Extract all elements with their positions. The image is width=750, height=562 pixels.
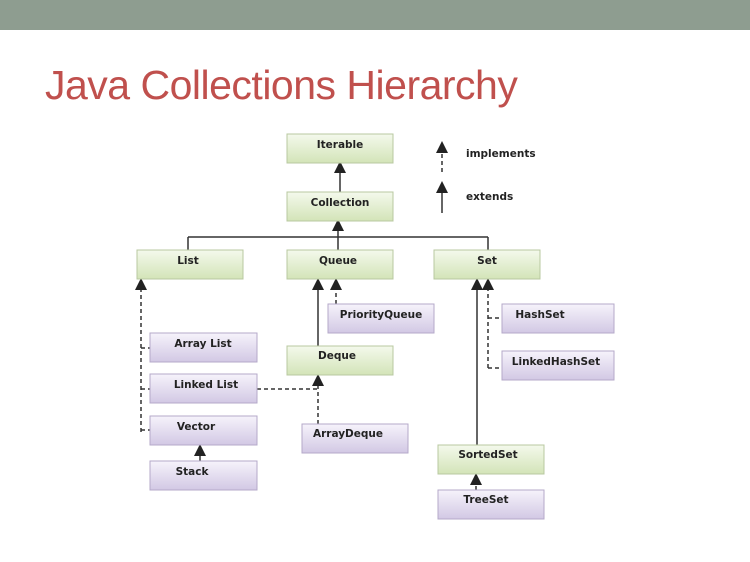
svg-text:LinkedHashSet: LinkedHashSet (512, 356, 600, 368)
svg-text:TreeSet: TreeSet (463, 494, 508, 506)
node-iterable: Iterable (286, 133, 394, 164)
node-stack: Stack (149, 460, 258, 491)
node-vector: Vector (149, 415, 258, 446)
legend-extends: extends (466, 191, 513, 203)
node-collection: Collection (286, 191, 394, 222)
slide-top-bar (0, 0, 750, 30)
svg-text:Iterable: Iterable (317, 139, 364, 151)
svg-text:Stack: Stack (176, 466, 210, 478)
svg-text:Array List: Array List (174, 338, 231, 350)
node-queue: Queue (286, 249, 394, 280)
node-array-list: Array List (149, 332, 258, 363)
node-tree-set: TreeSet (437, 489, 545, 520)
svg-text:Linked List: Linked List (174, 379, 238, 391)
node-sorted-set: SortedSet (437, 444, 545, 475)
node-hash-set: HashSet (501, 303, 615, 334)
node-set: Set (433, 249, 541, 280)
svg-text:Deque: Deque (318, 350, 356, 362)
node-linked-hash-set: LinkedHashSet (501, 350, 615, 381)
legend: implements extends (436, 141, 536, 213)
svg-text:Vector: Vector (177, 421, 216, 433)
svg-text:Queue: Queue (319, 255, 357, 267)
node-deque: Deque (286, 345, 394, 376)
svg-text:SortedSet: SortedSet (458, 449, 517, 461)
svg-text:HashSet: HashSet (515, 309, 564, 321)
node-array-deque: ArrayDeque (301, 423, 409, 454)
svg-text:Collection: Collection (311, 197, 370, 209)
node-linked-list: Linked List (149, 373, 258, 404)
legend-implements: implements (466, 148, 536, 160)
node-list: List (136, 249, 244, 280)
slide-title: Java Collections Hierarchy (45, 62, 518, 108)
svg-text:Set: Set (477, 255, 497, 267)
svg-text:List: List (177, 255, 199, 267)
connectors (135, 161, 502, 490)
node-priority-queue: PriorityQueue (327, 303, 435, 334)
svg-text:PriorityQueue: PriorityQueue (340, 309, 422, 321)
svg-text:ArrayDeque: ArrayDeque (313, 428, 383, 440)
